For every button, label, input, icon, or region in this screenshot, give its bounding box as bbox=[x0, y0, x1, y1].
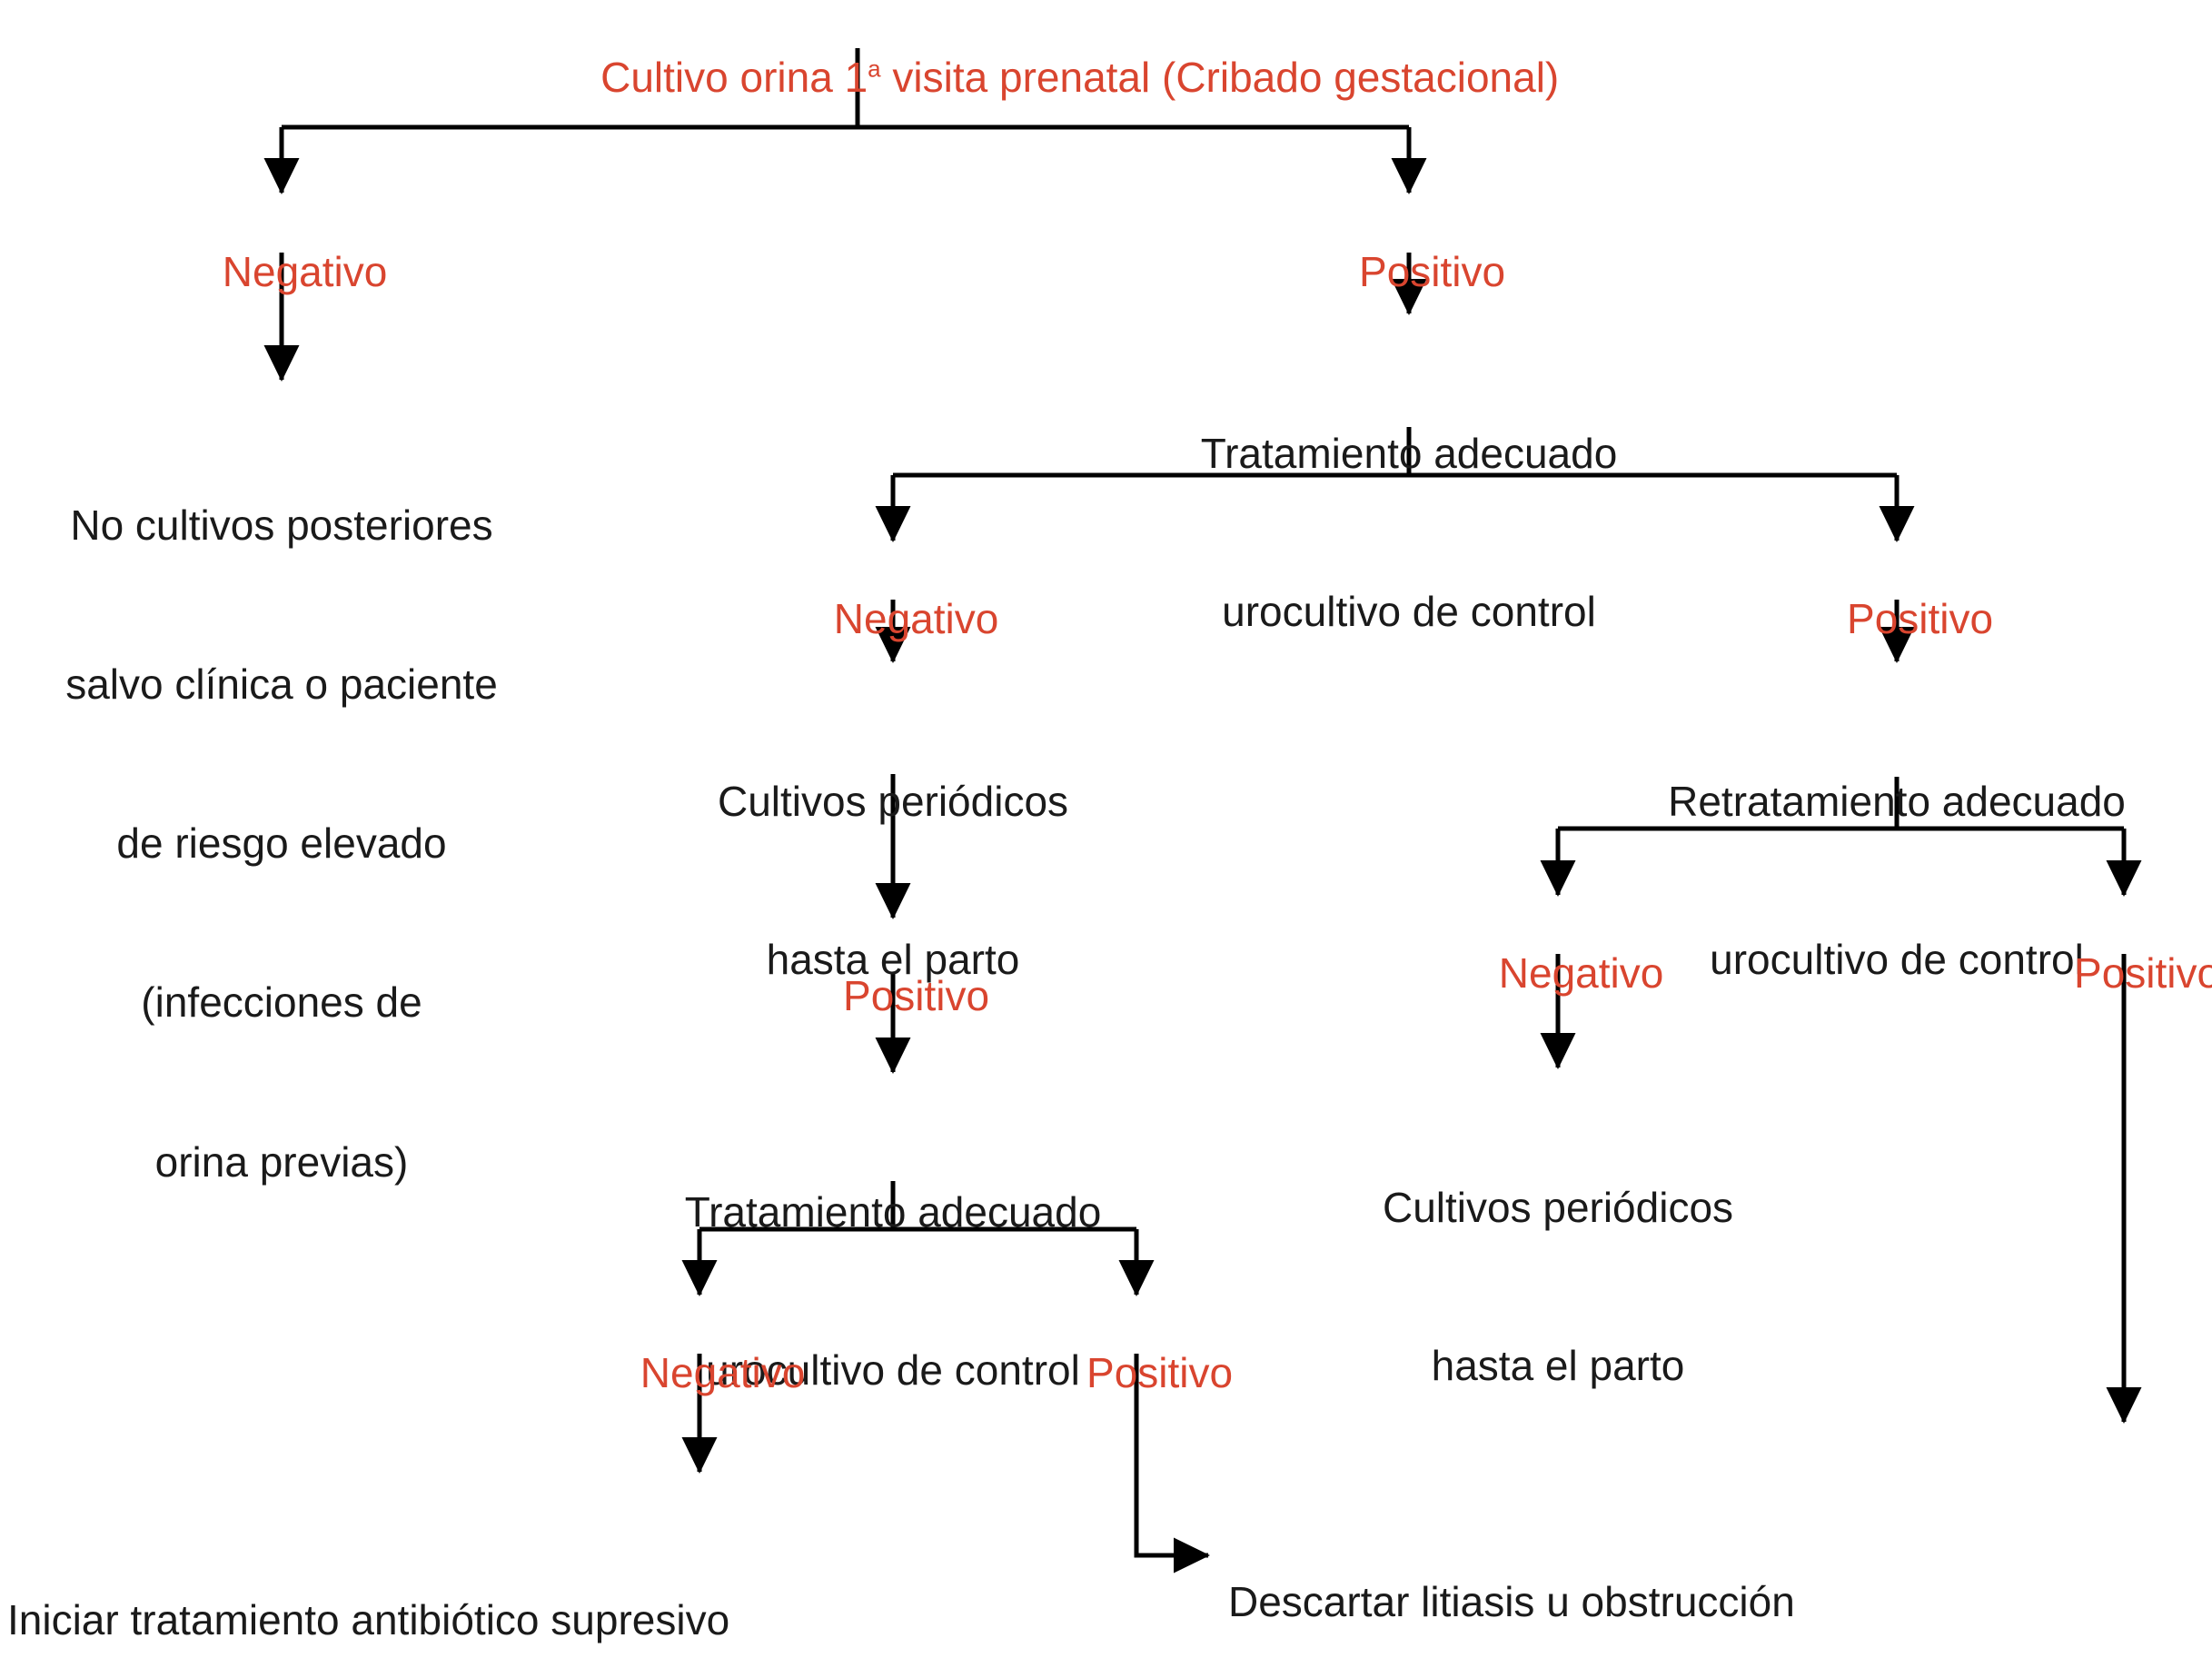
tratamiento2-line-1: Tratamiento adecuado bbox=[684, 1187, 1102, 1236]
node-cultivos-periodicos-1: Cultivos periódicos hasta el parto bbox=[718, 670, 1068, 1092]
no-cultivos-line-3: de riesgo elevado bbox=[116, 819, 447, 868]
node-final-left: Iniciar tratamiento antibiótico supresiv… bbox=[7, 1479, 828, 1668]
node-positivo-level4: Positivo bbox=[1040, 1299, 1233, 1447]
tratamiento2-line-2: urocultivo de control bbox=[706, 1345, 1080, 1394]
root-title-prefix: Cultivo orina 1 bbox=[600, 54, 868, 102]
label-positivo-2: Positivo bbox=[1847, 595, 1994, 643]
tratamiento1-line-2: urocultivo de control bbox=[1222, 587, 1596, 635]
final-right-line-1: Descartar litiasis u obstrucción bbox=[1228, 1578, 1795, 1626]
retratamiento-line-1: Retratamiento adecuado bbox=[1668, 777, 2126, 825]
cultivos-periodicos-1-line-2: hasta el parto bbox=[766, 935, 1020, 983]
cultivos-periodicos-2-line-1: Cultivos periódicos bbox=[1382, 1183, 1734, 1231]
label-negativo-2: Negativo bbox=[833, 595, 999, 643]
label-positivo-3r: Positivo bbox=[2074, 949, 2212, 998]
node-tratamiento-adecuado-1: Tratamiento adecuado urocultivo de contr… bbox=[1201, 323, 1618, 744]
node-cultivos-periodicos-2: Cultivos periódicos hasta el parto bbox=[1383, 1077, 1733, 1498]
tratamiento1-line-1: Tratamiento adecuado bbox=[1200, 429, 1618, 477]
node-positivo-level2: Positivo bbox=[1800, 545, 1993, 693]
label-negativo-1: Negativo bbox=[222, 248, 388, 296]
node-final-right: Descartar litiasis u obstrucción Iniciar… bbox=[1228, 1461, 2048, 1668]
node-negativo-level1: Negativo bbox=[176, 198, 388, 346]
node-negativo-level3-right: Negativo bbox=[1453, 899, 1664, 1047]
no-cultivos-line-4: (infecciones de bbox=[141, 978, 422, 1027]
no-cultivos-line-2: salvo clínica o paciente bbox=[65, 660, 498, 709]
node-root-title: Cultivo orina 1a visita prenatal (Cribad… bbox=[554, 4, 1735, 152]
node-positivo-level3-right: Positivo bbox=[2028, 899, 2212, 1047]
node-positivo-level1: Positivo bbox=[1313, 198, 1505, 346]
final-left-line-1: Iniciar tratamiento antibiótico supresiv… bbox=[7, 1596, 730, 1644]
node-negativo-level4: Negativo bbox=[594, 1299, 806, 1447]
node-retratamiento-adecuado: Retratamiento adecuado urocultivo de con… bbox=[1668, 670, 2126, 1092]
label-positivo-1: Positivo bbox=[1359, 248, 1506, 296]
root-title-suffix: visita prenatal (Cribado gestacional) bbox=[880, 54, 1560, 102]
no-cultivos-line-1: No cultivos posteriores bbox=[70, 501, 493, 549]
retratamiento-line-2: urocultivo de control bbox=[1710, 935, 2084, 983]
cultivos-periodicos-2-line-2: hasta el parto bbox=[1431, 1341, 1685, 1389]
no-cultivos-line-5: orina previas) bbox=[154, 1137, 409, 1186]
node-positivo-level3-center: Positivo bbox=[797, 922, 989, 1070]
label-positivo-3: Positivo bbox=[843, 972, 990, 1020]
node-no-cultivos-posteriores: No cultivos posteriores salvo clínica o … bbox=[65, 392, 498, 1295]
label-negativo-4: Negativo bbox=[640, 1349, 806, 1397]
cultivos-periodicos-1-line-1: Cultivos periódicos bbox=[717, 777, 1069, 825]
label-positivo-4: Positivo bbox=[1086, 1349, 1234, 1397]
node-tratamiento-adecuado-2: Tratamiento adecuado urocultivo de contr… bbox=[685, 1081, 1102, 1503]
node-negativo-level2: Negativo bbox=[788, 545, 999, 693]
label-negativo-3r: Negativo bbox=[1498, 949, 1664, 998]
root-title-superscript: a bbox=[868, 55, 881, 83]
